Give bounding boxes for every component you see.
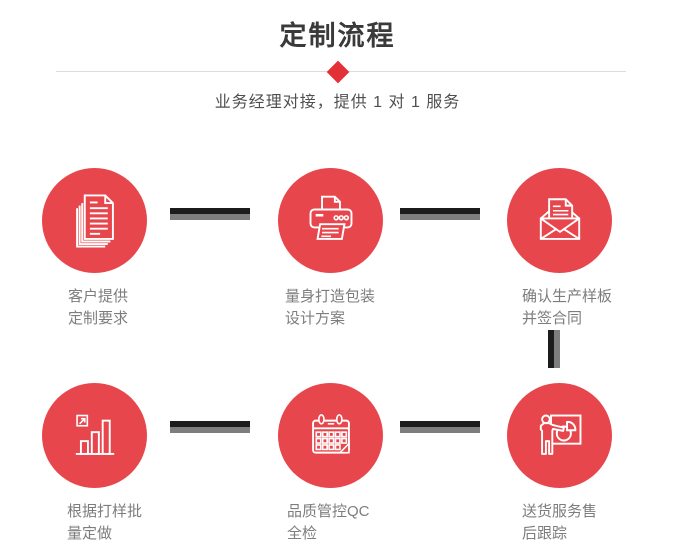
connector-dash <box>400 208 480 220</box>
step-label-line: 确认生产样板 <box>522 288 613 305</box>
printer-icon <box>309 195 352 240</box>
connector-dash <box>170 208 250 220</box>
documents-icon <box>75 193 114 248</box>
page-title: 定制流程 <box>279 21 396 51</box>
step-label-line: 送货服务售 <box>522 503 598 520</box>
bar-chart-icon <box>75 414 114 455</box>
step-label-line: 后跟踪 <box>522 525 568 542</box>
connector-dash <box>170 421 250 433</box>
step-label-line: 客户提供 <box>68 288 129 305</box>
step-circle-5 <box>278 383 383 488</box>
presenter-icon <box>539 414 581 455</box>
step-label-line: 并签合同 <box>522 310 583 327</box>
calendar-icon <box>311 413 350 454</box>
step-circle-4 <box>42 383 147 488</box>
envelope-icon <box>539 197 580 240</box>
diamond-icon <box>326 60 350 84</box>
connector-dash-vertical <box>548 330 560 368</box>
page-subtitle: 业务经理对接，提供 1 对 1 服务 <box>214 94 461 111</box>
step-label-line: 定制要求 <box>68 310 129 327</box>
step-label-4: 根据打样批 量定做 <box>67 501 142 545</box>
step-label-3: 确认生产样板 并签合同 <box>522 286 612 330</box>
step-label-line: 全检 <box>287 525 318 542</box>
step-label-line: 根据打样批 <box>67 503 143 520</box>
step-label-line: 设计方案 <box>285 310 346 327</box>
step-circle-3 <box>507 168 612 273</box>
step-label-line: 量身打造包装 <box>285 288 376 305</box>
step-label-5: 品质管控QC 全检 <box>287 501 370 545</box>
step-circle-1 <box>42 168 147 273</box>
step-label-2: 量身打造包装 设计方案 <box>285 286 375 330</box>
step-circle-6 <box>507 383 612 488</box>
connector-dash <box>400 421 480 433</box>
step-label-6: 送货服务售 后跟踪 <box>522 501 597 545</box>
step-label-line: 品质管控QC <box>287 503 370 520</box>
step-label-1: 客户提供 定制要求 <box>68 286 128 330</box>
step-label-line: 量定做 <box>67 525 113 542</box>
step-circle-2 <box>278 168 383 273</box>
